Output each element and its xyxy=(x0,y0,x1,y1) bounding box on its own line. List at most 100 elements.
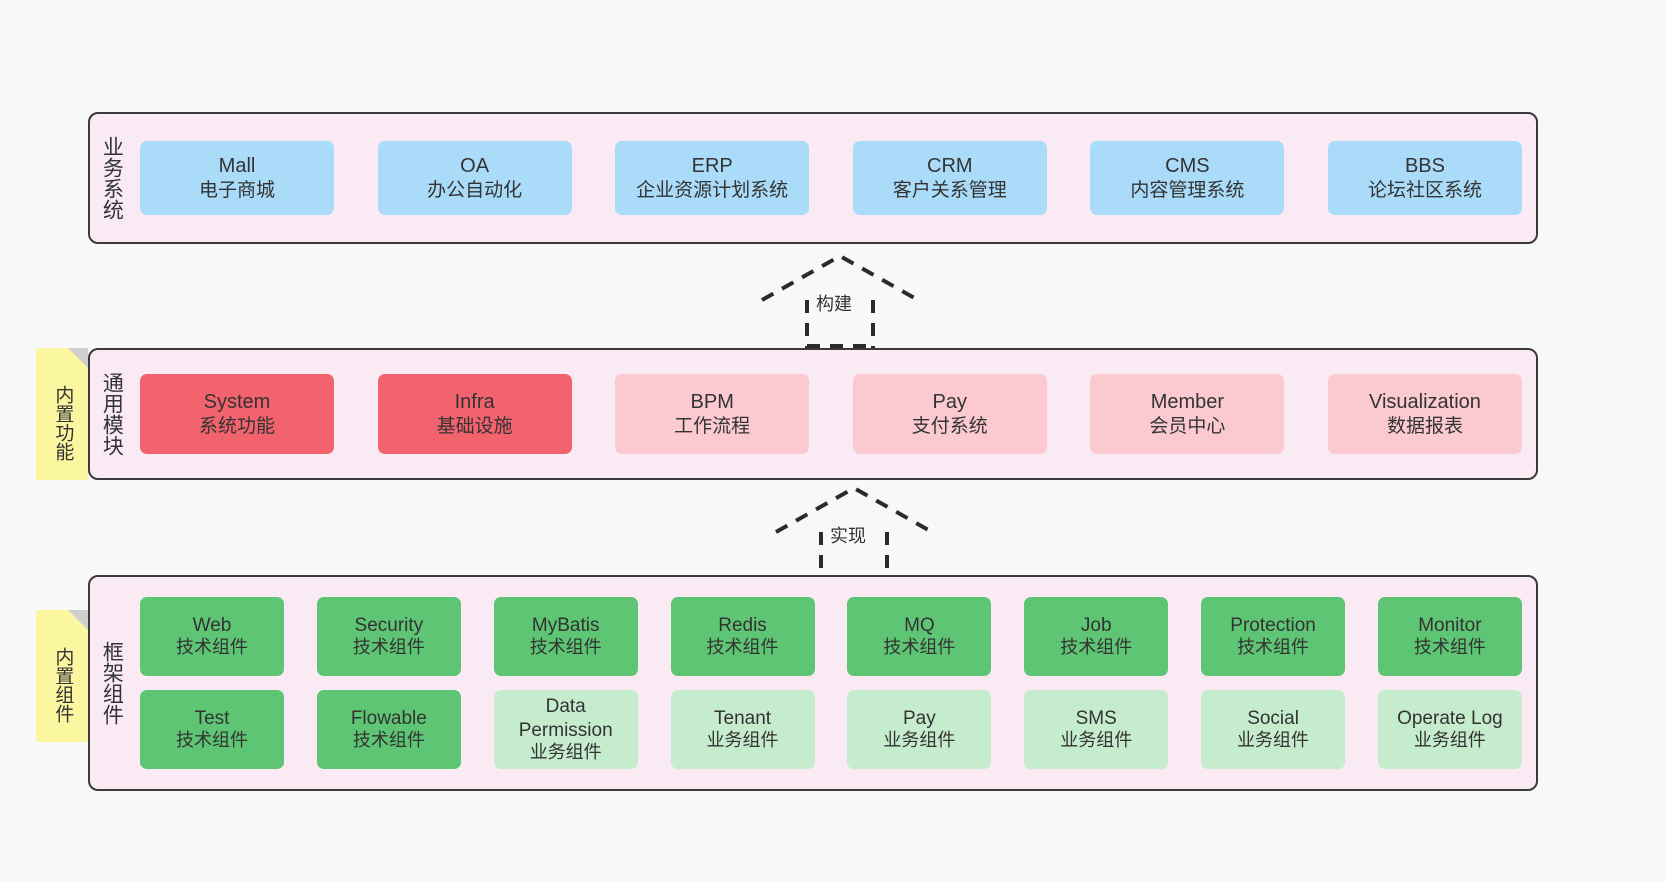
node-subtitle: 会员中心 xyxy=(1149,415,1226,437)
node-pay-module[interactable]: Pay 支付系统 xyxy=(852,374,1047,454)
sticky-note-label: 内置功能 xyxy=(52,385,74,461)
node-mq[interactable]: MQ 技术组件 xyxy=(847,597,992,676)
node-subtitle: 业务组件 xyxy=(1060,730,1133,751)
node-title: Job xyxy=(1080,614,1112,636)
layer-body-common: System 系统功能 Infra 基础设施 BPM 工作流程 Pay 支付系统… xyxy=(132,350,1536,478)
node-system[interactable]: System 系统功能 xyxy=(140,374,334,454)
node-title: BBS xyxy=(1404,155,1445,178)
node-subtitle: 业务组件 xyxy=(1237,730,1310,751)
node-title: Tenant xyxy=(714,707,772,729)
node-bpm[interactable]: BPM 工作流程 xyxy=(615,374,810,454)
node-redis[interactable]: Redis 技术组件 xyxy=(670,597,815,676)
node-monitor[interactable]: Monitor 技术组件 xyxy=(1377,597,1522,676)
node-subtitle: 技术组件 xyxy=(883,637,956,658)
note-fold-corner-icon xyxy=(68,348,88,368)
node-security[interactable]: Security 技术组件 xyxy=(316,597,461,676)
node-subtitle: 内容管理系统 xyxy=(1130,179,1245,201)
node-tenant[interactable]: Tenant 业务组件 xyxy=(670,690,815,769)
connector-implement: 实现 xyxy=(766,484,946,580)
note-fold-corner-icon xyxy=(68,610,88,630)
node-title: Test xyxy=(194,707,230,729)
layer-framework-components: 框架组件 Web 技术组件 Security 技术组件 MyBatis 技术组件… xyxy=(88,575,1538,791)
node-title: MyBatis xyxy=(531,614,600,636)
node-title: Data Permission xyxy=(518,696,613,741)
node-title: Flowable xyxy=(350,707,427,729)
connector-build: 构建 xyxy=(752,252,932,348)
node-pay-component[interactable]: Pay 业务组件 xyxy=(847,690,992,769)
node-title: System xyxy=(203,391,271,414)
node-subtitle: 技术组件 xyxy=(1237,637,1310,658)
node-subtitle: 技术组件 xyxy=(352,730,425,751)
layer-common-modules: 通用模块 System 系统功能 Infra 基础设施 BPM 工作流程 Pay… xyxy=(88,348,1538,480)
sticky-note-builtin-features: 内置功能 xyxy=(36,348,88,480)
node-title: Infra xyxy=(454,391,495,414)
layer-title-framework: 框架组件 xyxy=(100,641,124,725)
sticky-note-builtin-components: 内置组件 xyxy=(36,610,88,742)
node-title: Web xyxy=(192,614,232,636)
node-title: CMS xyxy=(1165,155,1210,178)
node-crm[interactable]: CRM 客户关系管理 xyxy=(852,141,1047,215)
node-subtitle: 业务组件 xyxy=(883,730,956,751)
connector-build-label: 构建 xyxy=(816,294,852,314)
node-subtitle: 技术组件 xyxy=(176,637,248,658)
node-title: ERP xyxy=(691,155,733,178)
node-test[interactable]: Test 技术组件 xyxy=(140,690,284,769)
node-erp[interactable]: ERP 企业资源计划系统 xyxy=(615,141,810,215)
node-subtitle: 技术组件 xyxy=(529,637,602,658)
framework-row-technical: Web 技术组件 Security 技术组件 MyBatis 技术组件 Redi… xyxy=(140,597,1522,676)
node-oa[interactable]: OA 办公自动化 xyxy=(377,141,572,215)
node-operate-log[interactable]: Operate Log 业务组件 xyxy=(1377,690,1522,769)
node-subtitle: 业务组件 xyxy=(529,741,602,762)
node-cms[interactable]: CMS 内容管理系统 xyxy=(1090,141,1285,215)
node-title: Social xyxy=(1247,707,1299,729)
node-title: SMS xyxy=(1075,707,1117,729)
node-subtitle: 电子商城 xyxy=(198,179,275,201)
node-bbs[interactable]: BBS 论坛社区系统 xyxy=(1327,141,1522,215)
node-title: Visualization xyxy=(1369,391,1481,414)
node-title: BPM xyxy=(690,391,734,414)
node-subtitle: 数据报表 xyxy=(1386,415,1463,437)
node-subtitle: 办公自动化 xyxy=(427,179,523,201)
connector-implement-label: 实现 xyxy=(830,526,866,546)
node-subtitle: 技术组件 xyxy=(1060,637,1133,658)
node-subtitle: 客户关系管理 xyxy=(892,179,1007,201)
node-member[interactable]: Member 会员中心 xyxy=(1090,374,1285,454)
node-title: Member xyxy=(1150,391,1225,414)
node-title: CRM xyxy=(927,155,973,178)
node-title: Monitor xyxy=(1418,614,1482,636)
layer-title-business: 业务系统 xyxy=(100,136,124,220)
node-visualization[interactable]: Visualization 数据报表 xyxy=(1327,374,1522,454)
node-subtitle: 基础设施 xyxy=(436,415,513,437)
node-subtitle: 论坛社区系统 xyxy=(1367,179,1482,201)
node-title: Protection xyxy=(1230,614,1316,636)
node-title: Security xyxy=(354,614,424,636)
node-subtitle: 技术组件 xyxy=(352,637,425,658)
node-subtitle: 技术组件 xyxy=(706,637,779,658)
layer-body-business: Mall 电子商城 OA 办公自动化 ERP 企业资源计划系统 CRM 客户关系… xyxy=(132,114,1536,242)
node-sms[interactable]: SMS 业务组件 xyxy=(1024,690,1169,769)
node-title: MQ xyxy=(904,614,935,636)
node-protection[interactable]: Protection 技术组件 xyxy=(1201,597,1346,676)
layer-title-common: 通用模块 xyxy=(100,372,124,456)
node-data-permission[interactable]: Data Permission 业务组件 xyxy=(493,690,638,769)
node-subtitle: 工作流程 xyxy=(674,415,751,437)
generalization-arrow-icon xyxy=(761,253,919,348)
node-subtitle: 业务组件 xyxy=(706,730,779,751)
layer-body-framework: Web 技术组件 Security 技术组件 MyBatis 技术组件 Redi… xyxy=(132,577,1536,789)
node-subtitle: 企业资源计划系统 xyxy=(636,179,789,201)
node-subtitle: 技术组件 xyxy=(176,730,248,751)
node-flowable[interactable]: Flowable 技术组件 xyxy=(316,690,461,769)
framework-row-business: Test 技术组件 Flowable 技术组件 Data Permission … xyxy=(140,690,1522,769)
node-subtitle: 系统功能 xyxy=(198,415,275,437)
node-title: Pay xyxy=(932,391,968,414)
node-subtitle: 业务组件 xyxy=(1413,730,1486,751)
sticky-note-label: 内置组件 xyxy=(52,647,74,723)
node-title: Pay xyxy=(903,707,936,729)
node-infra[interactable]: Infra 基础设施 xyxy=(377,374,572,454)
node-job[interactable]: Job 技术组件 xyxy=(1024,597,1169,676)
node-mybatis[interactable]: MyBatis 技术组件 xyxy=(493,597,638,676)
node-social[interactable]: Social 业务组件 xyxy=(1201,690,1346,769)
node-web[interactable]: Web 技术组件 xyxy=(140,597,284,676)
node-mall[interactable]: Mall 电子商城 xyxy=(140,141,334,215)
